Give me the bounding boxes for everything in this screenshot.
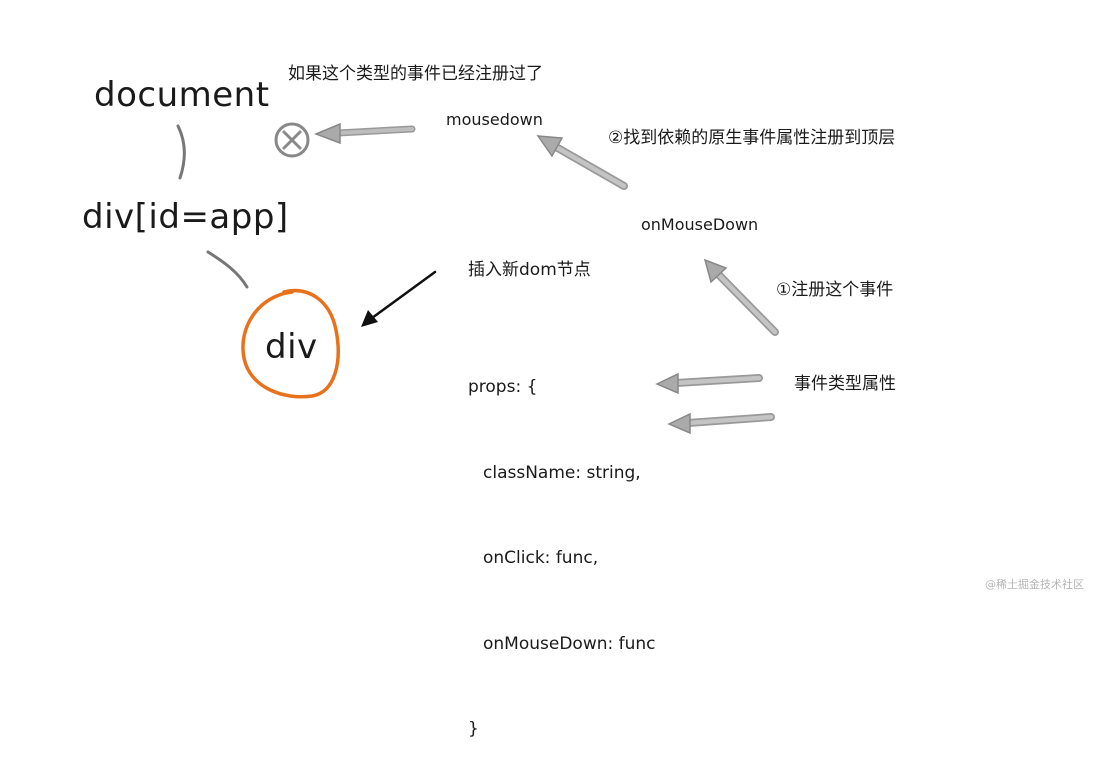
node-document: document: [94, 75, 270, 115]
node-div-app: div[id=app]: [82, 197, 289, 237]
arrow-mousedown-to-cancel: [313, 122, 416, 145]
props-line-onclick: onClick: func,: [483, 548, 599, 568]
arrow-onmousedown-to-mousedown: [536, 135, 628, 190]
arrow-insert-dom-to-div: [361, 270, 437, 327]
cancel-icon: [274, 122, 310, 158]
node-div: div: [265, 327, 318, 367]
props-line-onmousedown: onMouseDown: func: [483, 633, 656, 654]
connector-document-app: [176, 124, 186, 180]
watermark: @稀土掘金技术社区: [985, 578, 1084, 591]
props-close: }: [468, 719, 479, 739]
label-insert-dom: 插入新dom节点: [468, 260, 591, 280]
arrow-event-type-to-onmousedown-prop: [667, 412, 775, 435]
arrow-event-type-to-onclick: [655, 372, 763, 395]
label-event-type-props: 事件类型属性: [794, 374, 896, 394]
label-step2: ②找到依赖的原生事件属性注册到顶层: [608, 128, 896, 148]
label-onmousedown: onMouseDown: [641, 215, 759, 234]
diagram-canvas: [176, 122, 779, 435]
label-already-registered: 如果这个类型的事件已经注册过了: [288, 64, 543, 84]
arrow-props-to-onmousedown: [703, 258, 779, 336]
props-open: props: {: [468, 377, 538, 397]
props-line-classname: className: string,: [483, 462, 641, 483]
props-code-block: props: { className: string, onClick: fun…: [468, 316, 656, 772]
div-highlight-circle: [241, 289, 340, 399]
label-step1: ①注册这个事件: [776, 280, 894, 300]
label-mousedown: mousedown: [446, 110, 543, 129]
connector-app-div: [206, 250, 249, 289]
